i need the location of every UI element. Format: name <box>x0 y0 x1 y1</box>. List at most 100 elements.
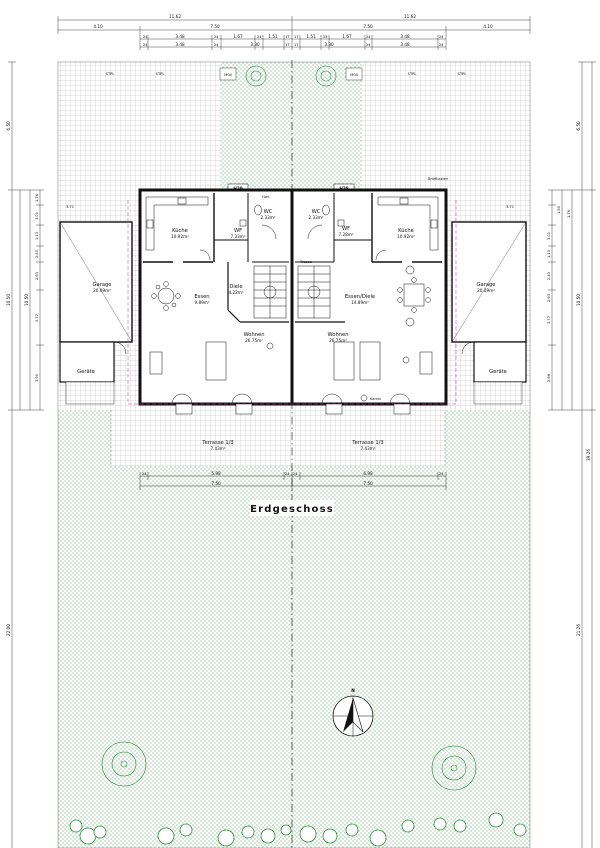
dim-top-left-house: 7.50 <box>210 24 220 29</box>
front-garden-right <box>292 62 362 190</box>
drawing-title: Erdgeschoss <box>250 504 334 515</box>
site-surfaces <box>58 62 530 848</box>
side-dimension-lines <box>8 61 596 848</box>
dim-left-inner-5: 3.77 <box>35 314 39 322</box>
staircase-right <box>297 265 331 319</box>
dim-row4-1: 3.48 <box>175 42 185 47</box>
dim-bottom-left-0: 24 <box>142 472 147 476</box>
room-area-essen-diele-right: 14.89m² <box>351 300 369 305</box>
garage-right <box>451 221 527 405</box>
dining-table-left <box>151 281 181 311</box>
kitchen-counters <box>145 196 439 251</box>
top-dimension-chains <box>57 16 531 50</box>
top-dimension-texts: 11.62 11.62 4.10 7.50 7.50 4.10 24 3.48 … <box>93 14 493 47</box>
dim-left-garden: 22.00 <box>6 624 11 636</box>
paving-left <box>58 62 220 190</box>
dim-left-house: 10.50 <box>6 294 11 306</box>
room-area-kueche-right: 10.92m² <box>397 234 415 239</box>
dim-row3-8: 1.51 <box>306 34 316 39</box>
dim-right-garden: 21.26 <box>576 624 581 636</box>
room-name-wc-left: WC <box>264 209 273 215</box>
dim-row3-3: 1.67 <box>233 34 243 39</box>
dim-left-front: 6.50 <box>6 121 11 131</box>
dim-top-right-house: 7.50 <box>363 24 373 29</box>
back-lawn <box>58 410 530 848</box>
garden-tree-left <box>101 741 147 787</box>
briefkasten-label: Briefkasten <box>428 177 448 181</box>
room-name-garage-left: Garage <box>93 282 112 288</box>
stpl-label-3: STPL <box>408 72 417 76</box>
dim-right-front: 6.50 <box>576 121 581 131</box>
setback-lines <box>127 200 457 405</box>
room-name-essen-left: Essen <box>194 294 209 300</box>
dim-right-inner-6: 3.77 <box>547 316 551 324</box>
dim-row4-6: 3.30 <box>324 42 334 47</box>
dining-table-right <box>397 265 431 327</box>
room-name-diele-left: Diele <box>229 284 242 290</box>
room-labels-left: Küche 10.92m² WF 7.33m² WC 2.33m² Essen … <box>77 209 276 451</box>
dim-bottom-left-3: 7.50 <box>211 481 221 486</box>
dim-bottom-right-2: 24 <box>439 472 444 476</box>
dim-bottom-left-2: 24 <box>285 472 290 476</box>
front-garden-left <box>220 62 292 190</box>
room-labels-right: WC 2.33m² WF 7.28m² Küche 10.92m² Essen/… <box>308 209 506 451</box>
room-area-wohnen-right: 26.75m² <box>329 338 347 343</box>
front-tree-left <box>245 65 267 87</box>
dim-left-inner-6: 3.90 <box>35 373 39 382</box>
room-name-wc-right: WC <box>312 209 321 215</box>
room-area-wf-left: 7.33m² <box>230 234 245 239</box>
room-name-terrasse-left: Terrasse 1/3 <box>201 440 233 446</box>
dim-left-inner-4: 2.63 <box>35 272 39 280</box>
room-name-kueche-left: Küche <box>172 228 188 234</box>
staircase-left <box>253 265 287 319</box>
dim-row3-2: 24 <box>214 35 219 39</box>
room-area-terrasse-right: 7.43m² <box>360 446 375 451</box>
dim-left-middle: 10.50 <box>24 294 29 306</box>
dim-right-inner-3: 1.13 <box>547 250 551 258</box>
dim-row4-7: 24 <box>366 43 371 47</box>
dim-row3-9: 24 <box>323 35 328 39</box>
stpl-label-4: STPL <box>458 72 467 76</box>
dim-top-left-overall: 11.62 <box>169 14 181 19</box>
dim-row3-11: 24 <box>366 35 371 39</box>
dim-right-inner-1: 1.76 <box>567 209 571 218</box>
dim-street-left: 3.71 <box>66 205 74 209</box>
room-area-wc-left: 2.33m² <box>260 215 275 220</box>
room-name-wf-right: WF <box>342 226 350 232</box>
dim-top-right-garage: 4.10 <box>483 24 493 29</box>
north-label: N <box>351 688 355 693</box>
stpl-label-1: STPL <box>106 72 115 76</box>
room-name-garage-right: Garage <box>477 282 496 288</box>
dim-bottom-left-1: 5.98 <box>211 471 221 476</box>
living-furniture <box>149 341 433 402</box>
room-name-wf-left: WF <box>234 228 242 234</box>
dim-right-inner-4: 2.43 <box>547 272 551 280</box>
dim-row3-5: 1.51 <box>268 34 278 39</box>
room-name-kueche-right: Küche <box>398 228 414 234</box>
dim-left-inner-0: 1.76 <box>35 193 39 202</box>
room-area-wc-right: 2.33m² <box>308 215 323 220</box>
dim-row4-0: 24 <box>143 43 148 47</box>
dim-right-inner-0: 1.50 <box>557 205 561 214</box>
dim-row3-13: 24 <box>439 35 444 39</box>
dim-bottom-right-3: 7.50 <box>363 481 373 486</box>
side-dimension-texts: 6.50 10.50 22.00 10.50 1.76 3.01 1.13 2.… <box>6 121 591 636</box>
dim-bottom-right-1: 6.98 <box>363 471 373 476</box>
dim-left-inner-2: 1.13 <box>35 232 39 240</box>
dim-row4-3: 3.30 <box>250 42 260 47</box>
dim-row3-12: 3.48 <box>400 34 410 39</box>
front-markers: STPL STPL STPL STPL Müll Müll Briefkaste… <box>106 67 467 193</box>
room-name-geraete-left: Geräte <box>77 369 95 375</box>
room-name-geraete-right: Geräte <box>489 369 507 375</box>
treppe-label: Treppe <box>299 260 313 264</box>
dim-street-right: 3.71 <box>506 205 514 209</box>
muell-label-right: Müll <box>350 73 357 77</box>
terrace-band-top <box>112 410 444 466</box>
room-area-diele-left: 4.22m² <box>228 290 243 295</box>
dim-right-overall: 39.26 <box>586 449 591 461</box>
room-area-garage-left: 20.09m² <box>93 288 111 293</box>
hedge-row <box>69 812 527 847</box>
dim-left-inner-3: 2.43 <box>35 250 39 258</box>
small-labels: Kamin Hwr. Treppe <box>262 195 381 401</box>
